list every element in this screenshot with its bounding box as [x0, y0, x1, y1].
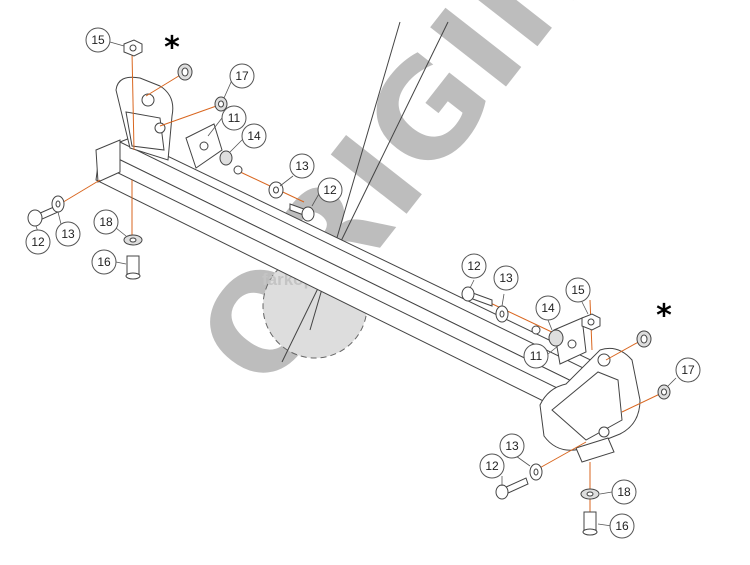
right-plate: [553, 317, 587, 365]
spring-washer-14-right: [548, 329, 564, 347]
svg-text:12: 12: [31, 235, 45, 249]
callout-13-bottom: 13: [499, 433, 525, 459]
left-bracket: [115, 76, 174, 161]
svg-text:11: 11: [228, 111, 241, 125]
callout-13-left: 13: [55, 221, 81, 247]
callout-17-top: 17: [229, 63, 255, 89]
callout-12-mid: 12: [317, 177, 343, 203]
svg-text:*: *: [164, 31, 180, 66]
svg-text:13: 13: [295, 159, 309, 173]
svg-text:13: 13: [61, 227, 75, 241]
callout-13-mid: 13: [289, 153, 315, 179]
svg-text:18: 18: [617, 485, 631, 499]
callout-15-top: 15: [85, 27, 111, 53]
svg-text:16: 16: [615, 519, 629, 533]
hardware-right: [461, 286, 671, 536]
svg-text:14: 14: [247, 129, 261, 143]
svg-text:17: 17: [681, 363, 695, 377]
left-plate: [185, 123, 223, 169]
svg-text:13: 13: [499, 271, 513, 285]
spring-washer-14-top: [219, 150, 233, 166]
callout-12-bottom: 12: [479, 453, 505, 479]
callout-16-left: 16: [91, 249, 117, 275]
callout-13-right: 13: [493, 265, 519, 291]
callout-14-top: 14: [241, 123, 267, 149]
svg-text:*: *: [656, 299, 672, 334]
svg-text:15: 15: [571, 283, 585, 297]
callout-star-top: *: [164, 31, 180, 66]
callout-17-right: 17: [675, 357, 701, 383]
callouts: 15 * 17 11 14 13 12 12: [25, 27, 701, 539]
bolt-12-right: [461, 286, 493, 307]
callout-15-right: 15: [565, 277, 591, 303]
bolt-12-bottom: [495, 477, 529, 500]
svg-text:12: 12: [467, 259, 481, 273]
callout-11-top: 11: [221, 105, 247, 131]
bolt-12-mid: [289, 203, 315, 222]
svg-text:12: 12: [323, 183, 337, 197]
svg-text:17: 17: [235, 69, 249, 83]
callout-16-bottom: 16: [609, 513, 635, 539]
bolt-12-left: [27, 205, 59, 227]
svg-text:14: 14: [541, 301, 555, 315]
callout-14-right: 14: [535, 295, 561, 321]
callout-12-right: 12: [461, 253, 487, 279]
callout-star-right: *: [656, 299, 672, 334]
svg-text:15: 15: [91, 33, 105, 47]
right-bracket: [539, 347, 641, 463]
svg-text:18: 18: [99, 215, 113, 229]
leader-lines: [35, 41, 677, 527]
callout-12-left: 12: [25, 229, 51, 255]
svg-text:11: 11: [530, 349, 543, 363]
callout-11-right: 11: [523, 343, 549, 369]
callout-18-left: 18: [93, 209, 119, 235]
svg-text:16: 16: [97, 255, 111, 269]
svg-text:13: 13: [505, 439, 519, 453]
callout-18-bottom: 18: [611, 479, 637, 505]
svg-text:12: 12: [485, 459, 499, 473]
hardware-left: [27, 39, 315, 280]
bolt-16-left: [125, 255, 141, 280]
bolt-16-bottom: [582, 511, 598, 536]
